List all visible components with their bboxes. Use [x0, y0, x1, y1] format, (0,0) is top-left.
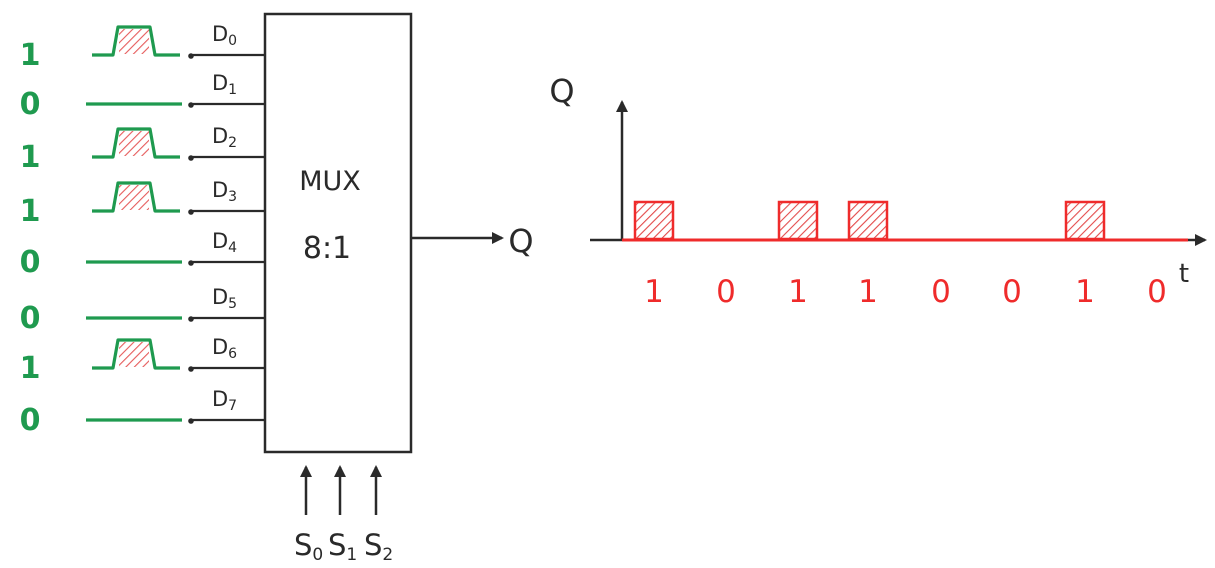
mux-output: Q: [411, 222, 534, 260]
select-line: S1: [328, 465, 357, 565]
input-row: 0 D4: [20, 229, 265, 280]
input-value: 1: [20, 38, 41, 73]
input-pulse-hatch: [119, 29, 149, 54]
input-value: 1: [20, 351, 41, 386]
bit-label: 1: [788, 274, 808, 310]
bit-label: 1: [644, 274, 664, 310]
input-row: 0 D7: [20, 387, 265, 438]
input-pulse-waveform: [92, 338, 180, 370]
input-value: 1: [20, 194, 41, 229]
select-line: S2: [364, 465, 393, 565]
y-axis-label: Q: [549, 72, 574, 110]
output-pulse: [633, 200, 675, 241]
input-row: 1 D2: [20, 124, 265, 175]
input-pin-dot: [188, 155, 194, 161]
select-label: S0: [294, 528, 323, 565]
bit-label: 0: [1002, 274, 1022, 310]
input-pulse-hatch: [119, 131, 149, 156]
input-pulse-hatch: [119, 185, 149, 210]
input-pulse-hatch: [119, 342, 149, 367]
output-pulse: [1064, 200, 1106, 241]
input-value: 0: [20, 403, 41, 438]
input-pin-label: D0: [212, 22, 237, 49]
input-pin-dot: [188, 209, 194, 215]
select-label: S1: [328, 528, 357, 565]
input-value: 0: [20, 245, 41, 280]
input-pin-dot: [188, 316, 194, 322]
bit-label: 1: [1075, 274, 1095, 310]
input-row: 1 D3: [20, 178, 265, 229]
input-pin-label: D4: [212, 229, 237, 256]
input-pin-label: D3: [212, 178, 237, 205]
input-pin-dot: [188, 418, 194, 424]
bit-label: 0: [1147, 274, 1167, 310]
bit-label: 0: [716, 274, 736, 310]
input-pin-label: D2: [212, 124, 237, 151]
input-row: 0 D1: [20, 71, 265, 122]
input-row: 0 D5: [20, 285, 265, 336]
input-pin-label: D6: [212, 335, 237, 362]
output-bit-labels: 1 0 1 1 0 0 1 0: [644, 274, 1167, 310]
input-value: 0: [20, 301, 41, 336]
input-pin-label: D7: [212, 387, 237, 414]
bit-label: 1: [858, 274, 878, 310]
input-row: 1 D6: [20, 335, 265, 386]
output-pulse: [847, 200, 889, 241]
mux-ratio-label: 8:1: [303, 231, 351, 266]
input-pulse-waveform: [92, 127, 180, 159]
input-pulse-waveform: [92, 181, 180, 213]
input-pin-dot: [188, 53, 194, 59]
timing-diagram: Q t 1 0 1 1 0 0 1 0: [549, 72, 1207, 310]
bit-label: 0: [931, 274, 951, 310]
mux-block: MUX 8:1: [263, 12, 413, 454]
input-pin-label: D5: [212, 285, 237, 312]
input-pin-dot: [188, 366, 194, 372]
input-row: 1 D0: [20, 22, 265, 73]
output-pulse: [777, 200, 819, 241]
input-pulse-waveform: [92, 25, 180, 57]
select-line: S0: [294, 465, 323, 565]
input-value: 1: [20, 140, 41, 175]
output-pulses: [633, 200, 1106, 241]
x-axis-label: t: [1179, 259, 1189, 289]
input-pin-label: D1: [212, 71, 237, 98]
input-pin-dot: [188, 102, 194, 108]
select-label: S2: [364, 528, 393, 565]
input-value: 0: [20, 87, 41, 122]
output-label: Q: [508, 222, 533, 260]
input-pin-dot: [188, 260, 194, 266]
mux-label: MUX: [299, 166, 361, 197]
